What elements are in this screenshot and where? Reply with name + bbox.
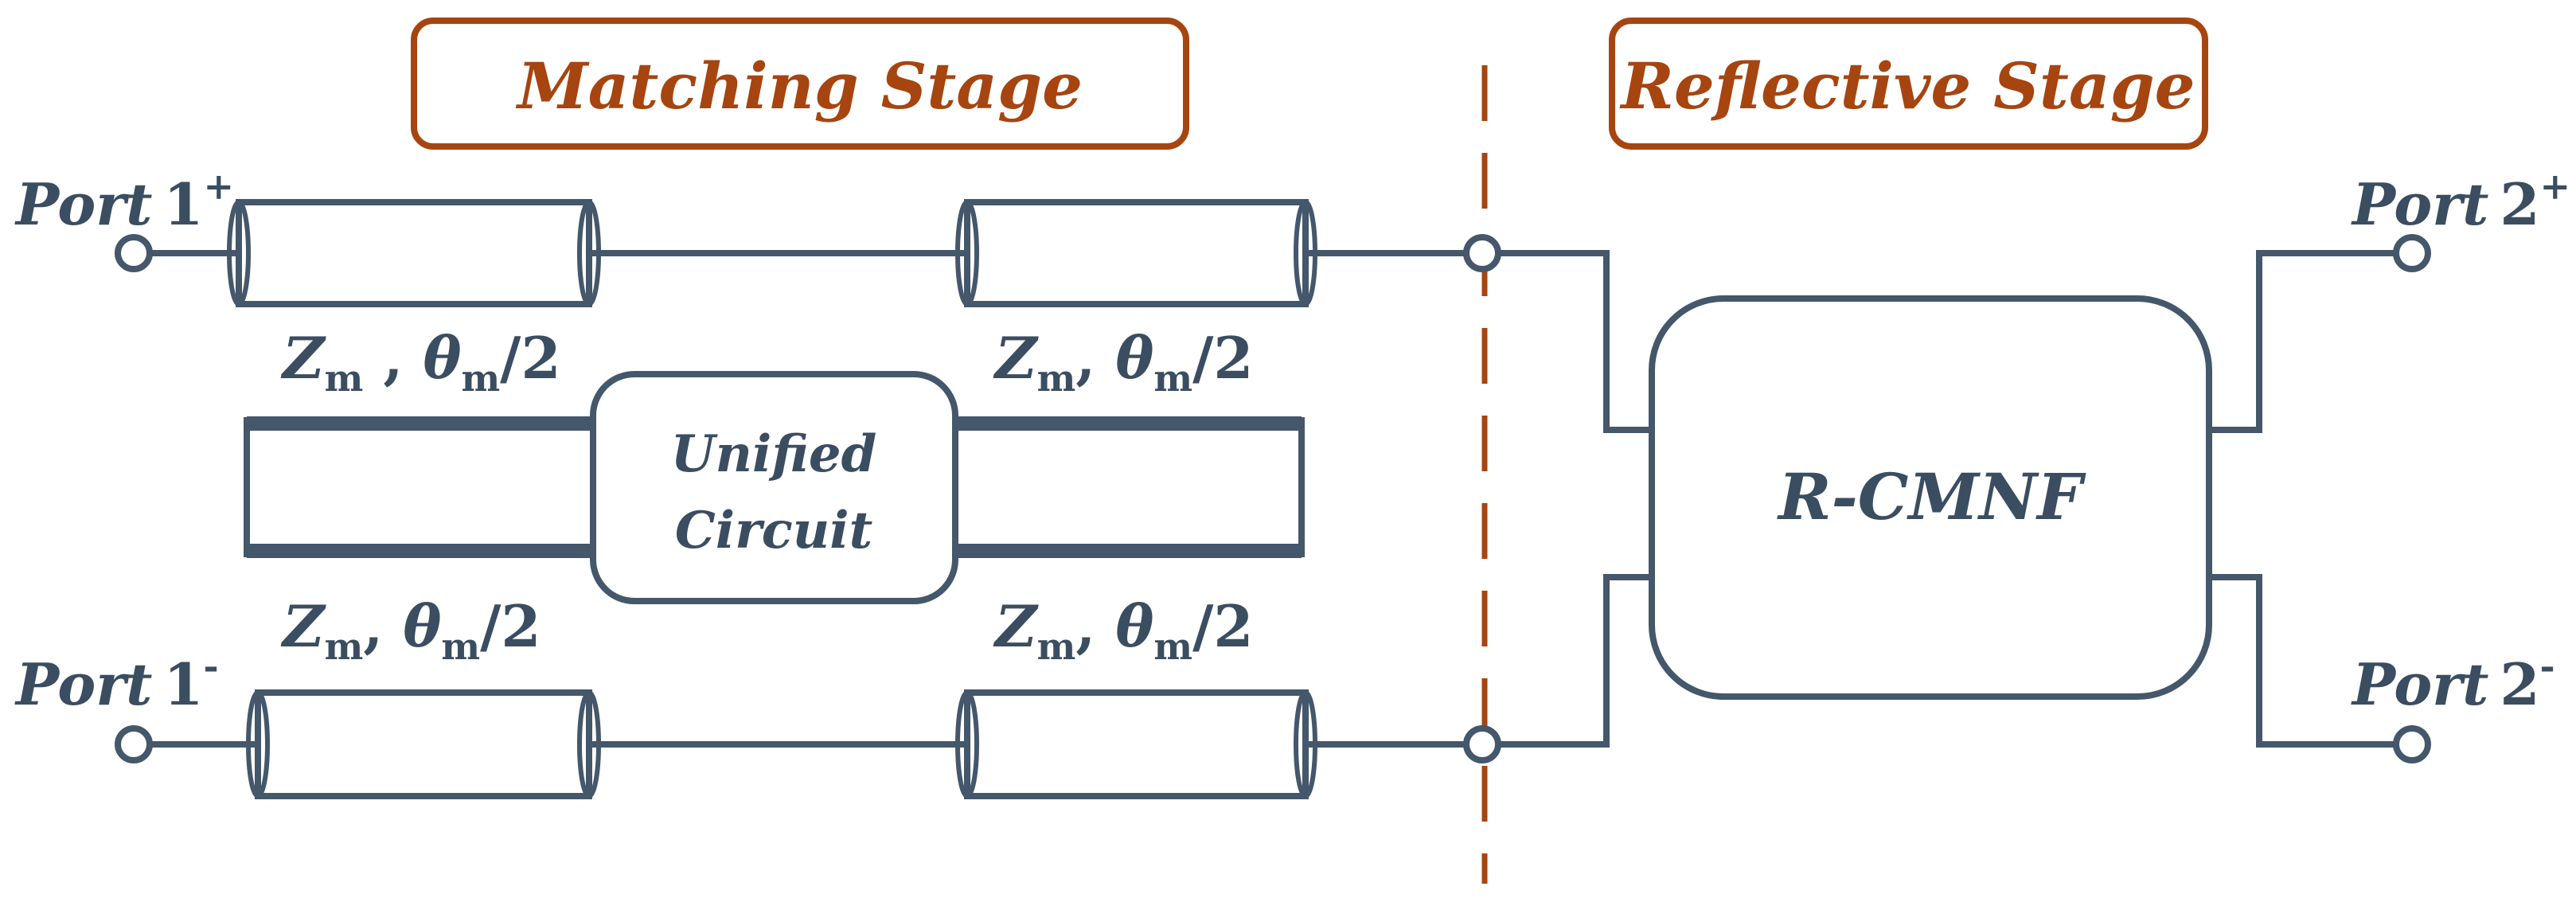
tline-end-caps bbox=[227, 200, 1317, 798]
output-wires bbox=[2209, 250, 2396, 748]
terminal-port1plus bbox=[115, 234, 153, 272]
port1minus-sign: - bbox=[204, 645, 219, 688]
rcmnf-frame bbox=[1649, 295, 2212, 700]
port2plus-sign: + bbox=[2540, 165, 2571, 208]
port2plus-name: Port bbox=[2351, 170, 2488, 238]
matching-stage-label: Matching Stage bbox=[515, 49, 1083, 123]
node-bottom bbox=[1463, 725, 1501, 763]
port2minus-num: 2 bbox=[2500, 650, 2539, 718]
port2minus-name: Port bbox=[2351, 650, 2488, 718]
tline-bottom-left-label: Zm, θm/2 bbox=[280, 592, 541, 668]
rcmnf-block: R-CMNF bbox=[1649, 295, 2212, 700]
ground-planes bbox=[244, 416, 1305, 558]
unified-circuit-line2: Circuit bbox=[675, 501, 872, 560]
terminal-port2minus bbox=[2393, 725, 2431, 763]
terminals bbox=[115, 234, 2431, 763]
reflective-stage-label: Reflective Stage bbox=[1619, 49, 2195, 123]
tline-top-left-label: Zm , θm/2 bbox=[280, 324, 561, 400]
tline-top-right bbox=[964, 199, 1309, 307]
port1minus-num: 1 bbox=[163, 650, 203, 718]
rcmnf-label: R-CMNF bbox=[1777, 459, 2086, 534]
unified-circuit-line1: Unified bbox=[671, 424, 877, 484]
upper-signal-path bbox=[150, 199, 1652, 433]
tline-top-left bbox=[236, 199, 592, 307]
unified-circuit-frame bbox=[590, 371, 958, 604]
wire-to-port2minus bbox=[2209, 574, 2396, 748]
matching-stage-frame bbox=[411, 18, 1189, 150]
wire-to-port2plus bbox=[2209, 250, 2396, 433]
lower-signal-path bbox=[150, 574, 1652, 799]
tline-bottom-right-label: Zm, θm/2 bbox=[993, 592, 1254, 668]
port2minus-sign: - bbox=[2540, 645, 2555, 688]
terminal-port2plus bbox=[2393, 234, 2431, 272]
port1plus-num: 1 bbox=[163, 170, 203, 238]
terminal-port1minus bbox=[115, 725, 153, 763]
matching-stage-header: Matching Stage bbox=[411, 18, 1189, 150]
reflective-stage-frame bbox=[1609, 18, 2208, 150]
port1plus-sign: + bbox=[204, 165, 235, 208]
unified-circuit-block: Unified Circuit bbox=[590, 371, 958, 604]
port1minus-name: Port bbox=[14, 650, 152, 718]
reflective-stage-header: Reflective Stage bbox=[1609, 18, 2208, 150]
tline-top-right-label: Zm, θm/2 bbox=[993, 324, 1254, 400]
wire-top-to-rcmnf bbox=[1498, 250, 1652, 433]
port1plus-name: Port bbox=[14, 170, 152, 238]
wire-bottom-to-rcmnf bbox=[1498, 574, 1652, 748]
tline-bottom-left bbox=[255, 689, 592, 799]
tline-bottom-right bbox=[964, 689, 1309, 799]
node-top bbox=[1463, 234, 1501, 272]
port2plus-num: 2 bbox=[2500, 170, 2539, 238]
